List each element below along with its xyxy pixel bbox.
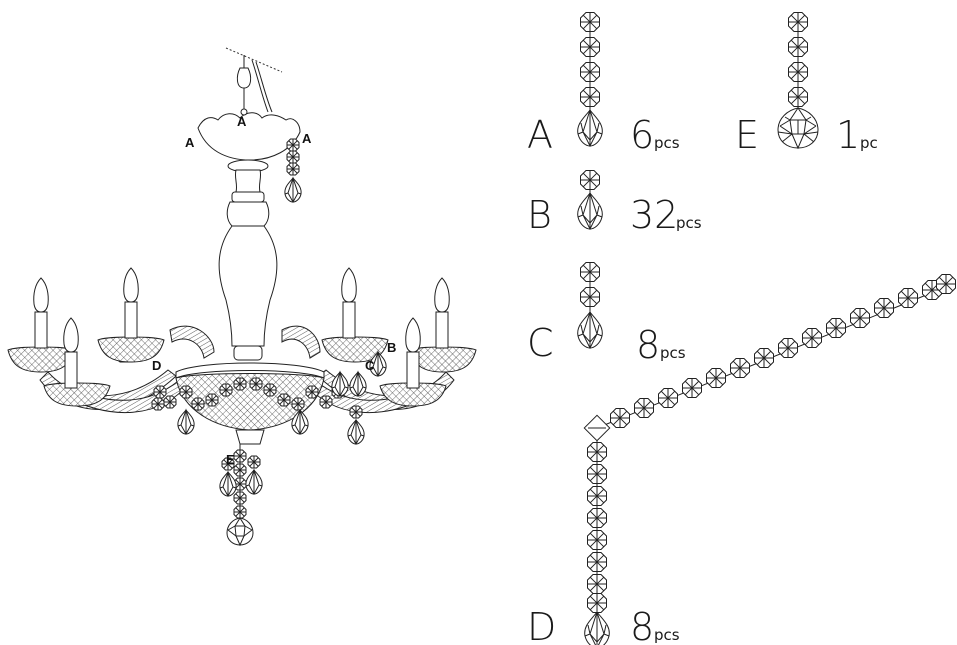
part-B-letter: B: [527, 193, 552, 237]
part-A-unit: pcs: [654, 134, 680, 152]
label-C: C: [365, 358, 375, 373]
part-E-count: 1: [836, 113, 860, 157]
part-D-unit: pcs: [654, 626, 680, 644]
part-D-count: 8: [630, 605, 654, 645]
label-D: D: [152, 358, 161, 373]
part-C: C 8 pcs: [527, 262, 686, 367]
part-C-count: 8: [636, 323, 660, 367]
part-E-unit: pc: [860, 134, 878, 152]
part-E-letter: E: [735, 113, 759, 157]
part-A-letter: A: [527, 113, 553, 157]
octagon-bead-icon: [580, 170, 600, 190]
part-E: E 1 pc: [735, 12, 878, 157]
chandelier-drawing: A A A B C D E: [7, 47, 477, 546]
part-C-unit: pcs: [660, 344, 686, 362]
part-D: D 8 pcs: [527, 274, 956, 645]
part-A-count: 6: [630, 113, 654, 157]
label-A-left: A: [185, 135, 195, 150]
part-D-letter: D: [527, 605, 556, 645]
label-A-top: A: [237, 114, 247, 129]
part-B: B 32 pcs: [527, 170, 702, 237]
part-A: A 6 pcs: [527, 12, 680, 157]
part-B-count: 32: [630, 193, 678, 237]
part-C-letter: C: [527, 321, 554, 365]
pendant-drop-icon: [577, 109, 603, 147]
round-ball-icon: [777, 107, 819, 149]
label-B: B: [387, 340, 396, 355]
label-E: E: [226, 452, 235, 467]
label-A-right: A: [302, 131, 312, 146]
part-B-unit: pcs: [676, 214, 702, 232]
